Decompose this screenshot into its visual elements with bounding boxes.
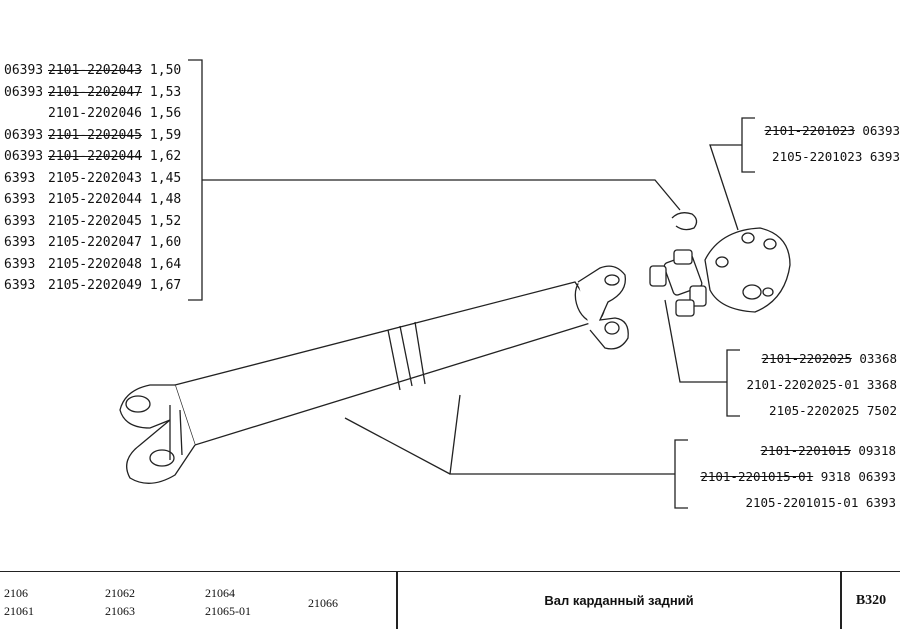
catalog-code: 9318 06393 bbox=[813, 469, 896, 484]
part-number: 2101-2202047 bbox=[48, 84, 142, 100]
part-number: 2105-2202049 bbox=[48, 278, 142, 293]
shaft-length: 1,53 bbox=[149, 84, 182, 100]
catalog-code: 6393 bbox=[4, 170, 36, 186]
catalog-code: 06393 bbox=[4, 149, 44, 164]
parts-list-row: 6393 2105-2202043 1,45 bbox=[4, 168, 181, 190]
catalog-code: 6393 bbox=[4, 192, 36, 207]
parts-list-row: 2101-2202046 1,56 bbox=[4, 103, 181, 125]
flange-yoke bbox=[704, 227, 791, 313]
shaft-length: 1,67 bbox=[149, 278, 182, 293]
propeller-shaft bbox=[119, 265, 629, 484]
catalog-code: 3368 bbox=[859, 377, 897, 392]
title-block: 2106 21061 21062 21063 21064 21065-01 21… bbox=[0, 571, 900, 629]
callout-row: 2101-2201023 06393 bbox=[740, 118, 900, 144]
shaft-length: 1,56 bbox=[149, 106, 182, 121]
catalog-code: 6393 bbox=[4, 213, 36, 229]
catalog-code: 6393 bbox=[4, 235, 36, 250]
part-number: 2105-2202025 bbox=[769, 403, 860, 418]
part-number: 2101-2201023 bbox=[764, 123, 855, 138]
callout-row: 2101-2201015 09318 bbox=[672, 438, 896, 464]
parts-list-row: 06393 2101-2202044 1,62 bbox=[4, 146, 181, 168]
callout-row: 2105-2202025 7502 bbox=[725, 398, 897, 424]
callout-row: 2101-2202025-01 3368 bbox=[725, 372, 897, 398]
callout-row: 2105-2201015-01 6393 bbox=[672, 490, 896, 516]
catalog-code: 6393 bbox=[4, 278, 36, 293]
part-number: 2101-2202043 bbox=[48, 63, 142, 78]
list-bracket bbox=[188, 59, 203, 301]
callout-row: 2101-2202025 03368 bbox=[725, 346, 897, 372]
parts-list-row: 6393 2105-2202045 1,52 bbox=[4, 211, 181, 233]
leader-line-list bbox=[202, 179, 681, 211]
callout-row: 2105-2201023 6393 bbox=[740, 144, 900, 170]
part-number: 2105-2202048 bbox=[48, 256, 142, 272]
part-number: 2105-2201015-01 bbox=[745, 495, 859, 510]
shaft-length: 1,48 bbox=[149, 192, 182, 207]
part-number: 2105-2202043 bbox=[48, 170, 142, 186]
parts-list-row: 6393 2105-2202047 1,60 bbox=[4, 232, 181, 254]
part-number: 2105-2202045 bbox=[48, 213, 142, 229]
catalog-code: 6393 bbox=[858, 495, 896, 510]
flange-leader bbox=[709, 144, 742, 231]
snap-ring bbox=[671, 212, 698, 231]
cross-bracket bbox=[726, 349, 740, 417]
callout-row: 2101-2201015-01 9318 06393 bbox=[672, 464, 896, 490]
page-title: Вал карданный задний bbox=[544, 593, 694, 608]
model-code: 21063 bbox=[105, 604, 135, 618]
catalog-code: 06393 bbox=[4, 84, 44, 100]
page-code: B320 bbox=[855, 592, 887, 608]
part-number: 2101-2202046 bbox=[48, 106, 142, 121]
divider bbox=[840, 572, 842, 629]
shaft-length: 1,59 bbox=[149, 127, 182, 143]
shaft-length: 1,64 bbox=[149, 256, 182, 272]
model-code: 21061 bbox=[4, 604, 34, 618]
shaft-length: 1,62 bbox=[149, 149, 182, 164]
part-number: 2105-2202044 bbox=[48, 192, 142, 207]
parts-list-row: 6393 2105-2202044 1,48 bbox=[4, 189, 181, 211]
catalog-code bbox=[4, 103, 40, 125]
catalog-code: 06393 bbox=[4, 127, 44, 143]
part-number: 2101-2202045 bbox=[48, 127, 142, 143]
parts-list-row: 06393 2101-2202043 1,50 bbox=[4, 60, 181, 82]
model-code: 2106 bbox=[4, 586, 28, 600]
part-number: 2105-2201023 bbox=[772, 149, 863, 164]
universal-joint-cross bbox=[649, 249, 707, 317]
part-number: 2101-2202044 bbox=[48, 149, 142, 164]
catalog-code: 09318 bbox=[850, 443, 896, 458]
shaft-length: 1,50 bbox=[149, 63, 182, 78]
part-number: 2101-2201015-01 bbox=[700, 469, 814, 484]
model-code: 21066 bbox=[308, 596, 338, 610]
shaft-leader bbox=[344, 394, 675, 475]
shaft-length: 1,52 bbox=[149, 213, 182, 229]
part-number: 2101-2202025 bbox=[761, 351, 852, 366]
catalog-code: 7502 bbox=[859, 403, 897, 418]
shaft-length: 1,60 bbox=[149, 235, 182, 250]
parts-list-row: 6393 2105-2202048 1,64 bbox=[4, 254, 181, 276]
catalog-code: 06393 bbox=[854, 123, 900, 138]
catalog-code: 03368 bbox=[851, 351, 897, 366]
catalog-code: 6393 bbox=[862, 149, 900, 164]
part-number: 2105-2202047 bbox=[48, 235, 142, 250]
part-number: 2101-2201015 bbox=[760, 443, 851, 458]
model-code: 21065-01 bbox=[205, 604, 251, 618]
shaft-length: 1,45 bbox=[149, 170, 182, 186]
model-code: 21064 bbox=[205, 586, 235, 600]
model-code: 21062 bbox=[105, 586, 135, 600]
catalog-code: 6393 bbox=[4, 256, 36, 272]
technical-drawing bbox=[119, 59, 791, 509]
cross-leader bbox=[664, 299, 727, 383]
parts-list-row: 6393 2105-2202049 1,67 bbox=[4, 275, 181, 297]
divider bbox=[396, 572, 398, 629]
part-number: 2101-2202025-01 bbox=[746, 377, 860, 392]
catalog-code: 06393 bbox=[4, 63, 44, 78]
